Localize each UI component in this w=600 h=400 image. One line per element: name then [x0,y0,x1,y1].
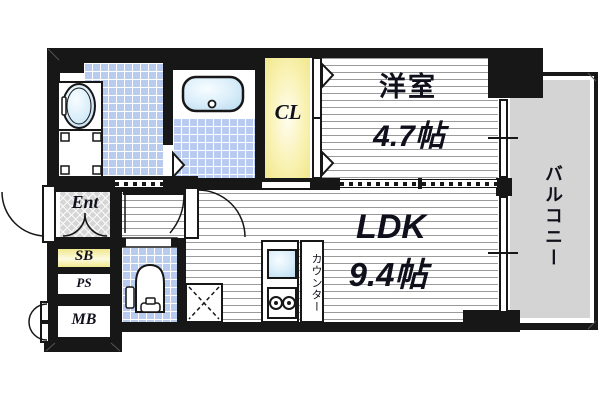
western-room-size: 4.7帖 [373,120,445,153]
western-room-name: 洋室 [379,72,437,102]
meter-box [58,306,110,337]
meter-box-doors-icon [28,301,50,343]
pipe-space-label: PS [76,275,92,290]
wall-corner-chunk [488,48,543,98]
shoe-box-label: SB [74,248,94,264]
kitchen-unit-icon [261,240,324,323]
bathtub-icon [181,75,245,113]
washroom-door-icon [123,190,186,234]
closet-sliding-door [260,180,312,190]
bathroom-floor [173,118,255,178]
wall-top-bath [163,58,257,70]
entrance-step-arcs-icon [62,212,108,237]
balcony-label: バルコニー [543,163,563,269]
wall-vanity-notch [58,58,84,73]
washroom-threshold [115,179,163,188]
pipe-space-box [58,274,110,294]
washing-machine-pan-icon [57,129,103,178]
wash-basin-icon [57,81,103,131]
refrigerator-space-icon [185,283,223,323]
folding-closet-doors-icon [312,57,335,179]
wall-left-upper [47,48,60,192]
kitchen-counter-label: カウンター [310,253,322,313]
wall-step-right [463,310,520,332]
ldk-name: LDK [356,208,426,246]
closet-label: CL [274,100,302,124]
wall-bottom [110,322,520,332]
balcony-wall-right [594,72,598,330]
wall-between-windows [496,178,512,196]
wall-washroom-bath [163,60,173,145]
entrance-door-icon [1,185,56,243]
wall-dotted-divider [418,178,422,189]
bath-door-icon [172,150,186,180]
balcony-wall-bottom [512,323,598,330]
toilet-door-icon [119,237,178,248]
closet-area [265,58,310,178]
wall-toilet-right [177,238,186,322]
ldk-door-icon [184,187,246,239]
wall-top-washroom [47,58,163,63]
meter-box-label: MB [71,311,97,328]
window-tick-icons [488,137,518,254]
balcony-area-upper [543,80,590,98]
western-room-floor [322,58,498,179]
wall-meterbox-bottom [44,342,122,352]
entrance-label: Ent [71,192,99,212]
partition-panel-2 [422,179,497,188]
partition-panel-1 [340,179,418,188]
corner-bevel-marks [45,48,597,352]
window-ldk [499,196,508,313]
balcony-area [510,98,590,318]
toilet-icon [125,263,165,313]
shoe-box [58,249,110,267]
wall-bath-closet [255,48,265,190]
wall-top [47,48,543,58]
balcony-wall-top [535,72,598,76]
ldk-size: 9.4帖 [348,256,428,293]
